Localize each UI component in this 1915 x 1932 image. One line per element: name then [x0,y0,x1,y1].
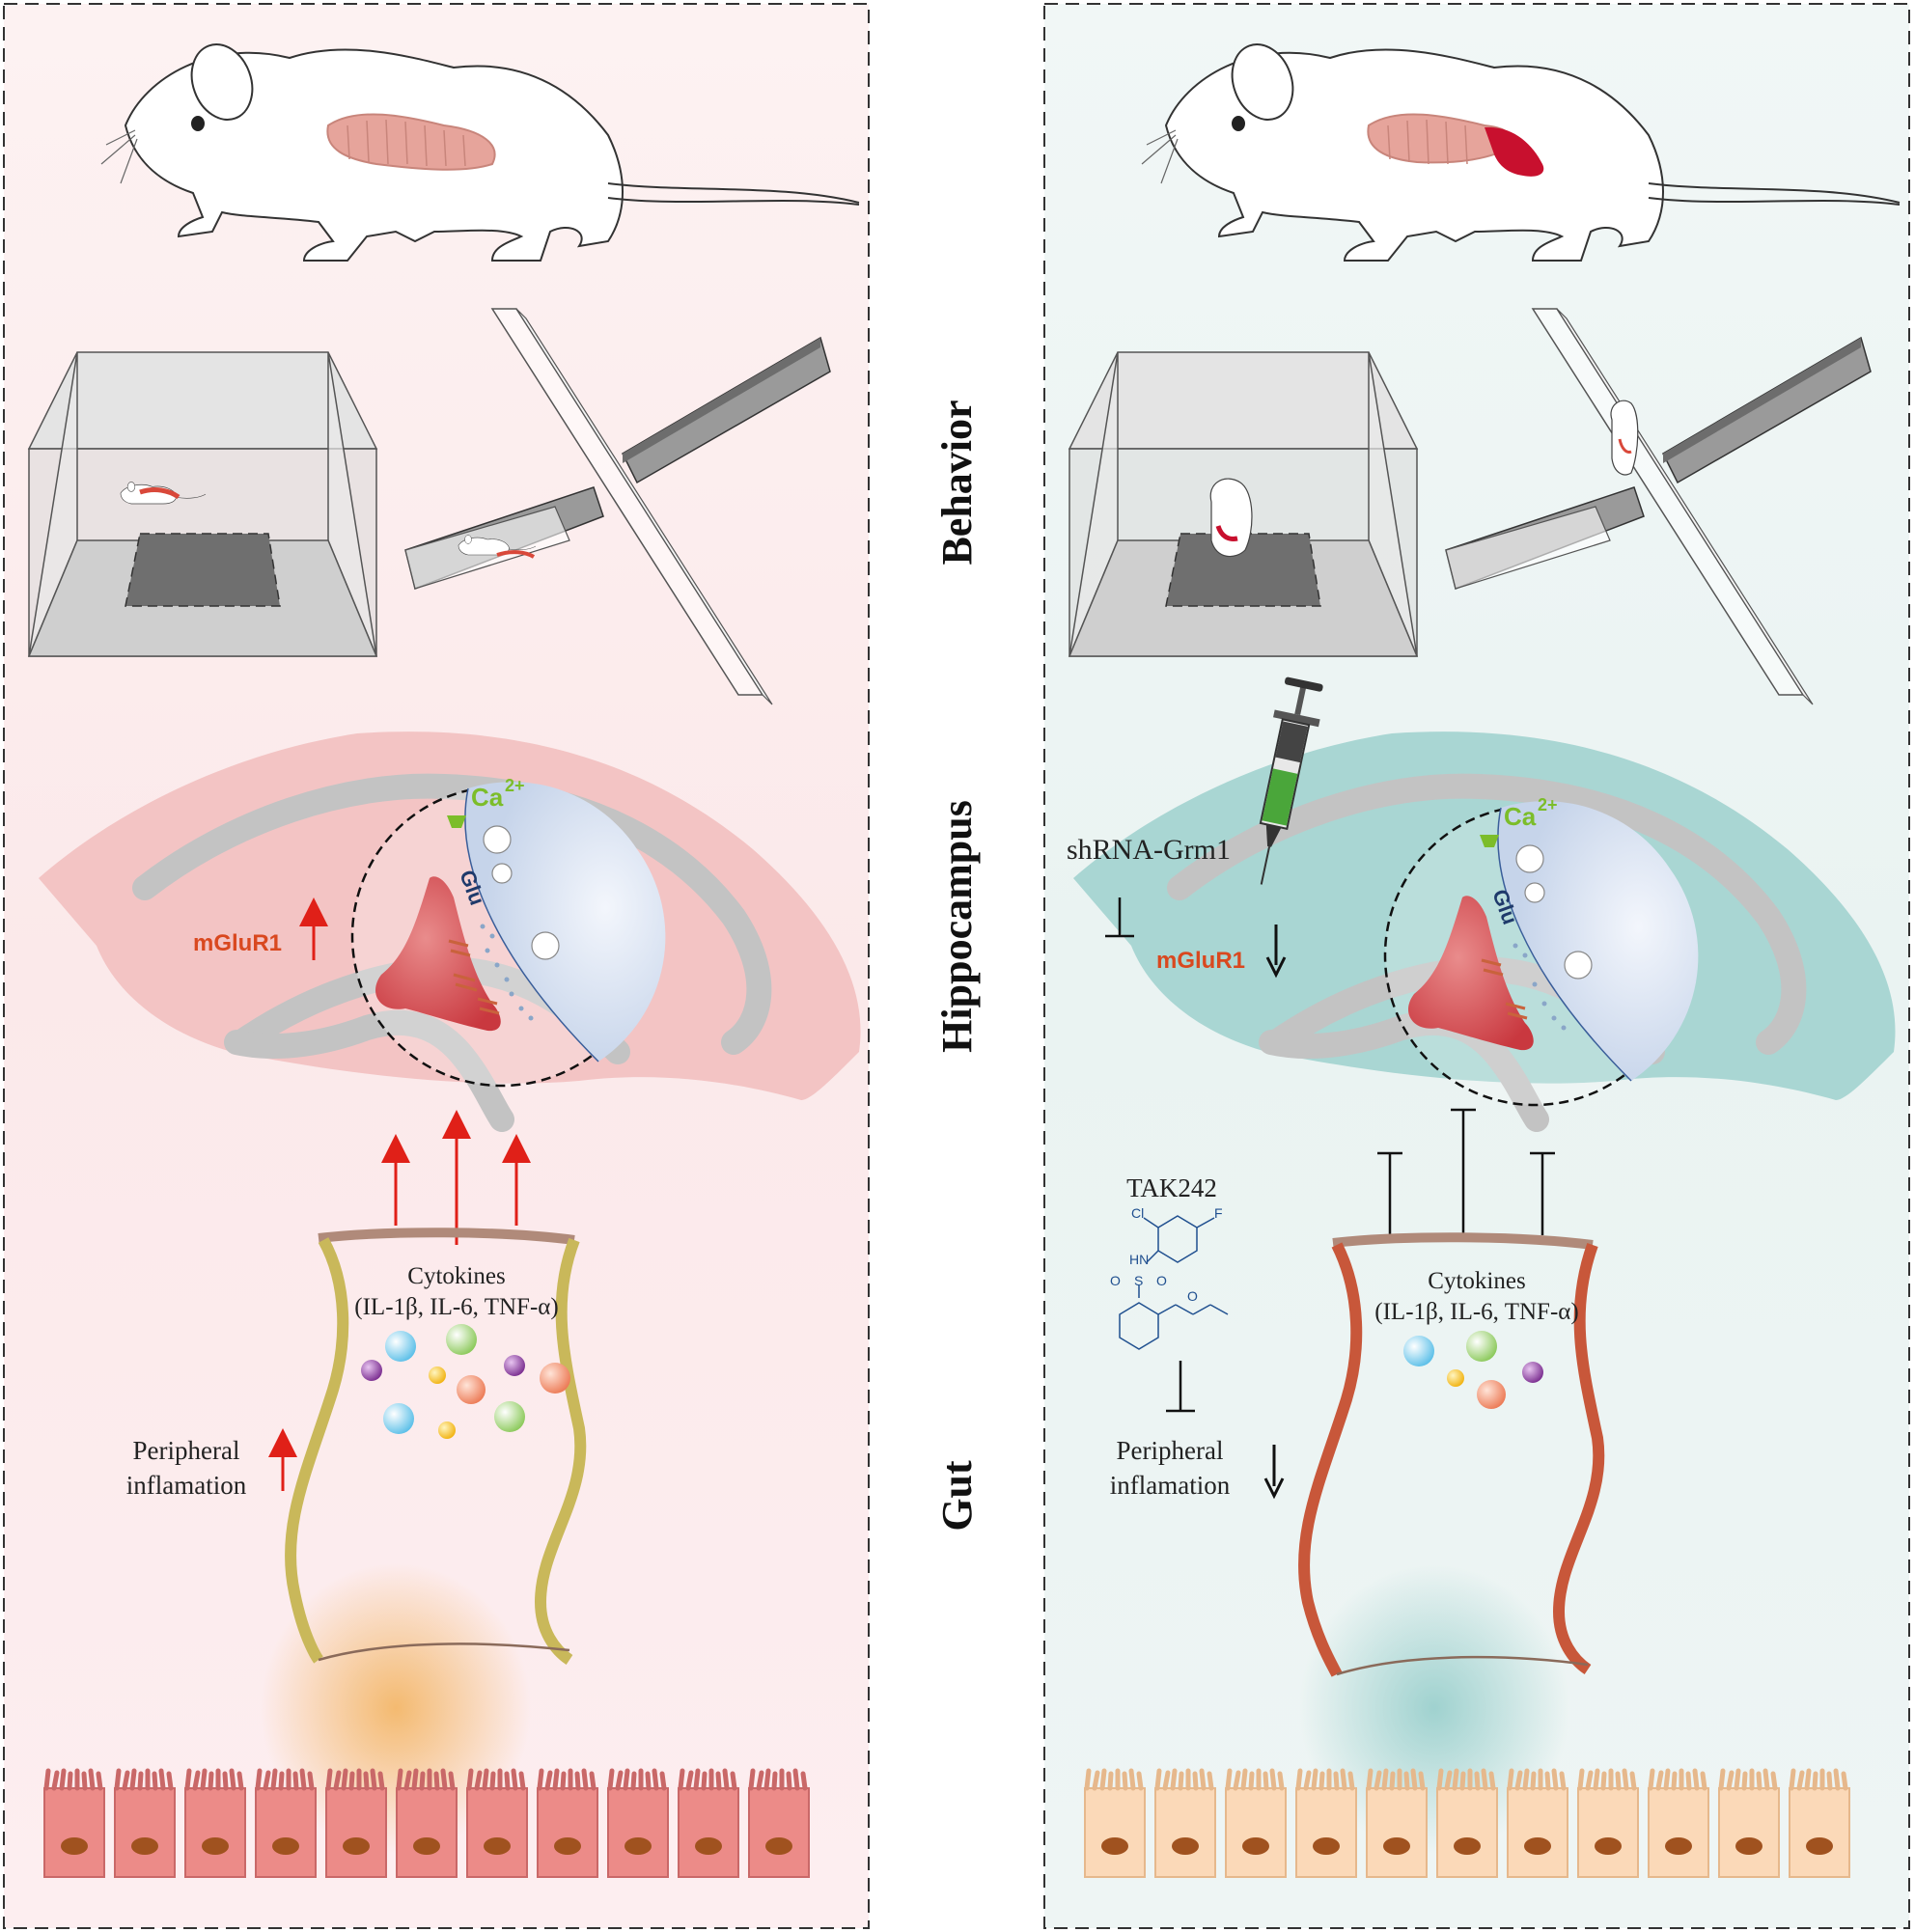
cytokine-arrows-left [381,1110,531,1245]
gut-tube-right [1298,1232,1605,1677]
syringe-icon [1259,676,1323,885]
atom-o-ester: O [1187,1288,1198,1304]
atom-cl: Cl [1131,1205,1144,1221]
atom-f: F [1214,1205,1223,1221]
cytokines-title-left: Cytokines [407,1263,505,1289]
plus-maze-right [1445,308,1872,705]
inhibit-symbol-tak242 [1166,1361,1195,1413]
section-label-gut: Gut [933,1460,981,1532]
mglur1-label-right: mGluR1 [1156,948,1245,974]
open-field-box-left [27,351,378,657]
cytokines-title-right: Cytokines [1428,1268,1525,1294]
injection-label: shRNA-Grm1 [1067,834,1231,866]
gut-glow-right [1299,1563,1569,1853]
synapse-zoom-right: Ca 2+ Glu [1383,795,1699,1107]
plus-maze-left [404,308,831,705]
section-label-behavior: Behavior [933,400,981,565]
inflammation-label-right-2: inflamation [1110,1471,1231,1500]
calcium-charge-left: 2+ [505,776,525,795]
cytokines-list-right: (IL-1β, IL-6, TNF-α) [1374,1299,1578,1325]
mglur1-label-left: mGluR1 [193,930,282,956]
open-field-box-right [1068,351,1419,657]
mouse-illustration-left [100,35,860,262]
cytokine-beads-left [361,1324,570,1439]
mouse-illustration-right [1141,35,1901,262]
inflammation-label-left-1: Peripheral [133,1436,240,1465]
calcium-label-right: Ca [1504,802,1537,831]
inflammation-label-left-2: inflamation [126,1471,247,1500]
inhibit-symbol-mglur1 [1105,897,1134,938]
tak242-structure [1119,1215,1229,1350]
atom-hn: HN [1129,1252,1149,1267]
calcium-label-left: Ca [471,783,504,812]
calcium-charge-right: 2+ [1538,795,1558,814]
atom-s: S [1134,1273,1143,1288]
drug-label: TAK242 [1126,1173,1217,1202]
section-label-hippocampus: Hippocampus [933,800,981,1053]
atom-o-left: O [1110,1273,1121,1288]
inflammation-down-arrow-right [1263,1445,1285,1500]
gut-tube-left [285,1228,587,1665]
cytokine-beads-right [1403,1331,1543,1409]
cytokine-inhibitors-right [1377,1108,1555,1240]
cytokines-list-left: (IL-1β, IL-6, TNF-α) [354,1294,558,1320]
synapse-zoom-left: Ca 2+ Glu [350,776,666,1088]
atom-o-right: O [1156,1273,1167,1288]
inflammation-label-right-1: Peripheral [1117,1436,1224,1465]
mglur1-down-arrow-right [1265,925,1287,979]
